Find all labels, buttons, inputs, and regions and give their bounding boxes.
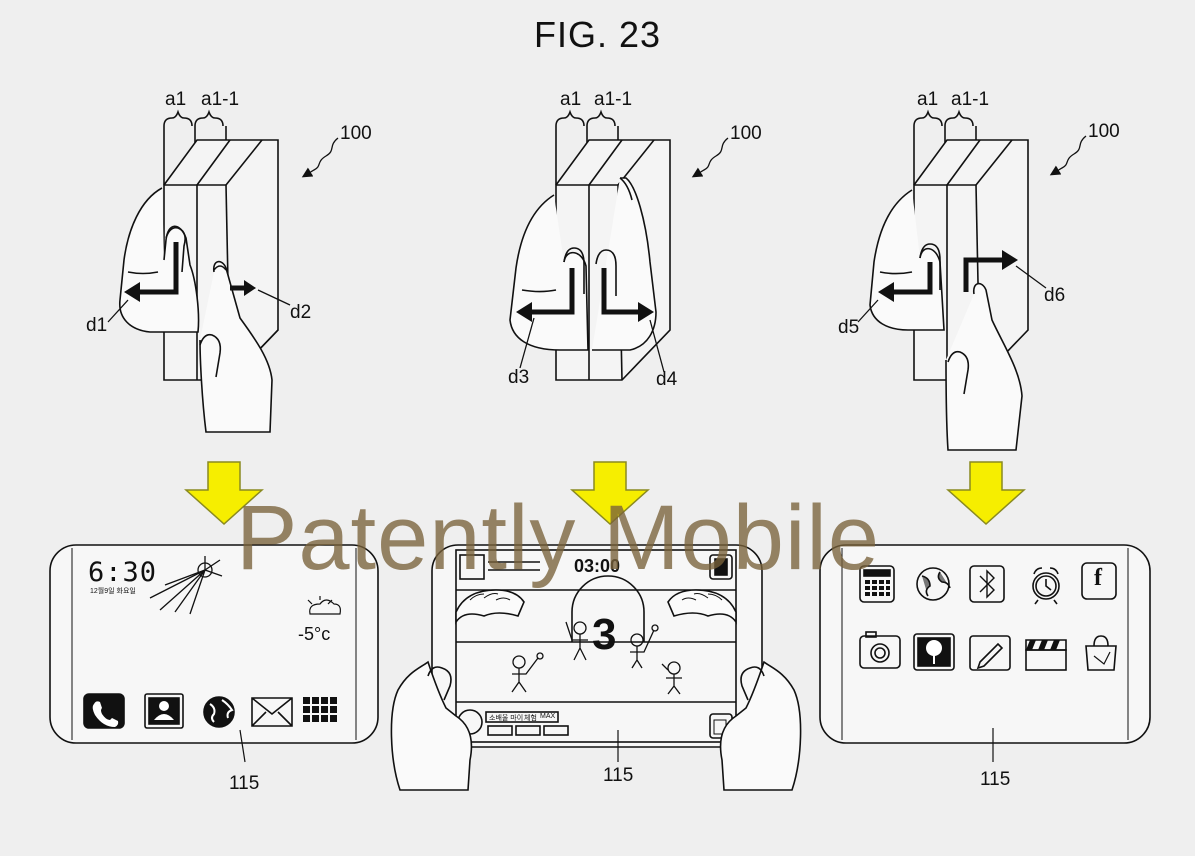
- leader-d3: [519, 317, 535, 369]
- player-avatar-icon: [459, 554, 485, 580]
- mail-icon[interactable]: [251, 697, 293, 727]
- screen-ref: 115: [980, 769, 1011, 790]
- device-panel-1: [119, 109, 279, 433]
- sun-icon: [149, 556, 223, 615]
- leader-d2: [257, 289, 291, 306]
- status-max: MAX: [540, 713, 556, 720]
- transition-arrow-1: [184, 461, 264, 526]
- direction-label-d6: d6: [1044, 285, 1066, 306]
- video-clapper-icon[interactable]: [1025, 639, 1067, 671]
- gesture-arrow-d2: [230, 280, 256, 296]
- globe-icon[interactable]: [916, 567, 951, 601]
- gallery-icon[interactable]: [913, 633, 955, 671]
- leader-d5: [857, 299, 879, 323]
- leader-100-p1: [301, 137, 339, 178]
- device-ref: 100: [1088, 121, 1120, 142]
- calculator-icon[interactable]: [859, 565, 895, 603]
- alarm-clock-icon[interactable]: [1032, 567, 1060, 605]
- region-brace-a1: [163, 109, 193, 127]
- stadium-arch: [571, 575, 645, 642]
- player-figure: [565, 621, 588, 661]
- countdown-number: 3: [592, 610, 617, 659]
- region-label-a1: a1: [560, 89, 582, 110]
- leader-d6: [1015, 265, 1047, 289]
- region-label-a1: a1: [165, 89, 187, 110]
- leader-100-p2: [691, 137, 729, 178]
- app-screen-device: [819, 544, 1151, 762]
- left-hand: [390, 660, 473, 791]
- facebook-glyph: f: [1094, 565, 1102, 591]
- watermark: Patently Mobile: [236, 487, 880, 589]
- clock-time: 6:30: [88, 557, 158, 588]
- player-figure: [661, 661, 682, 695]
- camera-icon[interactable]: [859, 631, 901, 669]
- facebook-icon[interactable]: [1081, 562, 1117, 600]
- weather-icon: [307, 596, 341, 615]
- temperature: -5°c: [298, 624, 331, 644]
- region-label-a1-1: a1-1: [594, 89, 633, 110]
- pause-button[interactable]: [709, 554, 733, 580]
- apps-grid-icon[interactable]: [303, 697, 337, 722]
- direction-label-d2: d2: [290, 302, 312, 323]
- device-ref: 100: [340, 123, 372, 144]
- right-hand: [719, 660, 802, 791]
- gesture-arrow-d4: [601, 268, 654, 322]
- direction-label-d4: d4: [656, 369, 678, 390]
- device-ref: 100: [730, 123, 762, 144]
- bluetooth-icon[interactable]: [969, 565, 1005, 603]
- region-label-a1: a1: [917, 89, 939, 110]
- store-icon[interactable]: [1085, 635, 1117, 671]
- right-hand: [199, 260, 273, 433]
- player-figure: [630, 624, 659, 669]
- memo-icon[interactable]: [969, 635, 1011, 671]
- device-panel-3: [869, 109, 1029, 451]
- leader-d1: [107, 299, 129, 323]
- region-brace-a1-1: [194, 109, 224, 127]
- gesture-arrow-d3: [516, 268, 575, 322]
- status-text-2: 체험: [524, 715, 537, 722]
- region-label-a1-1: a1-1: [951, 89, 990, 110]
- clock-date: 12월9일 화요일: [90, 588, 136, 595]
- direction-label-d3: d3: [508, 367, 530, 388]
- contacts-icon[interactable]: [144, 693, 184, 729]
- direction-label-d1: d1: [86, 315, 108, 336]
- gesture-arrow-d5: [878, 262, 933, 302]
- region-label-a1-1: a1-1: [201, 89, 240, 110]
- game-screen-device: [390, 544, 802, 791]
- status-text: 소배울 마이: [489, 715, 524, 722]
- transition-arrow-3: [946, 461, 1026, 526]
- player-figure: [511, 652, 544, 693]
- transition-arrow-2: [570, 461, 650, 526]
- gesture-arrow-d1: [124, 242, 179, 302]
- screen-ref: 115: [229, 773, 260, 794]
- home-screen-device: [49, 544, 379, 763]
- game-timer: 03:00: [574, 556, 621, 576]
- screen-ref: 115: [603, 765, 634, 786]
- device-panel-2: [509, 109, 671, 381]
- leader-100-p3: [1049, 135, 1087, 176]
- figure-title: FIG. 23: [533, 14, 662, 55]
- gesture-arrow-d6: [963, 250, 1018, 292]
- leader-d4: [649, 319, 665, 373]
- direction-label-d5: d5: [838, 317, 860, 338]
